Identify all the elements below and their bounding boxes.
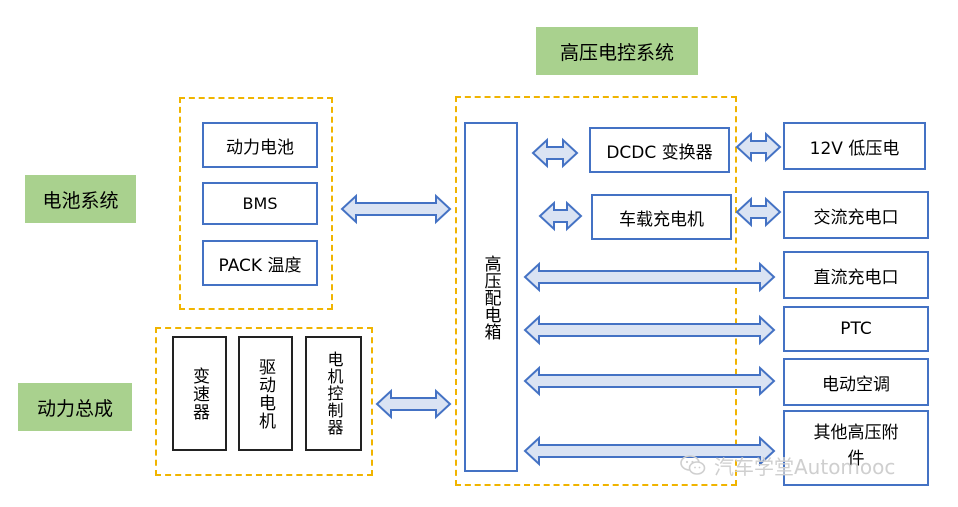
powertrain-item-motor-controller: 电机控制器: [305, 336, 362, 451]
arrow-obc-ac-port: [735, 196, 782, 228]
right-item-ac-port: 交流充电口: [783, 191, 929, 239]
battery-item-power-battery: 动力电池: [202, 122, 318, 168]
arrow-pdu-obc: [538, 200, 583, 232]
pdu-box: 高压配电箱: [464, 122, 518, 472]
powertrain-label: 动力总成: [18, 383, 132, 431]
arrow-pdu-ptc: [523, 314, 776, 346]
battery-group: [179, 97, 333, 310]
battery-item-pack-temp: PACK 温度: [202, 240, 318, 286]
arrow-dcdc-12v: [735, 131, 782, 163]
other-hv-accessories-label: 其他高压附件: [813, 423, 899, 469]
right-item-12v: 12V 低压电: [783, 122, 926, 170]
watermark: 汽车学堂Automooc: [680, 450, 895, 480]
right-item-ac: 电动空调: [783, 358, 929, 406]
powertrain-item-transmission: 变速器: [172, 336, 227, 451]
powertrain-group: [155, 327, 373, 476]
drive-motor-label: 驱动电机: [255, 357, 275, 430]
dcdc-box: DCDC 变换器: [589, 127, 730, 173]
arrow-battery-pdu: [340, 193, 452, 225]
hv-system-label: 高压电控系统: [536, 27, 698, 75]
battery-system-label: 电池系统: [25, 175, 136, 223]
arrow-pdu-ac: [523, 365, 776, 397]
arrow-pdu-other: [523, 435, 776, 467]
pdu-label: 高压配电箱: [480, 254, 501, 340]
arrow-pdu-dcdc: [531, 137, 579, 169]
arrow-powertrain-pdu: [375, 388, 452, 420]
arrow-pdu-dc-port: [523, 261, 776, 293]
obc-box: 车载充电机: [591, 194, 732, 240]
wechat-icon: [680, 455, 706, 475]
transmission-label: 变速器: [189, 366, 209, 421]
watermark-text: 汽车学堂Automooc: [714, 454, 896, 479]
battery-item-bms: BMS: [202, 182, 318, 225]
powertrain-item-drive-motor: 驱动电机: [238, 336, 293, 451]
right-item-other: 其他高压附件: [783, 410, 929, 486]
motor-controller-label: 电机控制器: [324, 351, 344, 436]
hv-system-group: [455, 96, 737, 486]
right-item-ptc: PTC: [783, 306, 929, 352]
right-item-dc-port: 直流充电口: [783, 251, 929, 299]
